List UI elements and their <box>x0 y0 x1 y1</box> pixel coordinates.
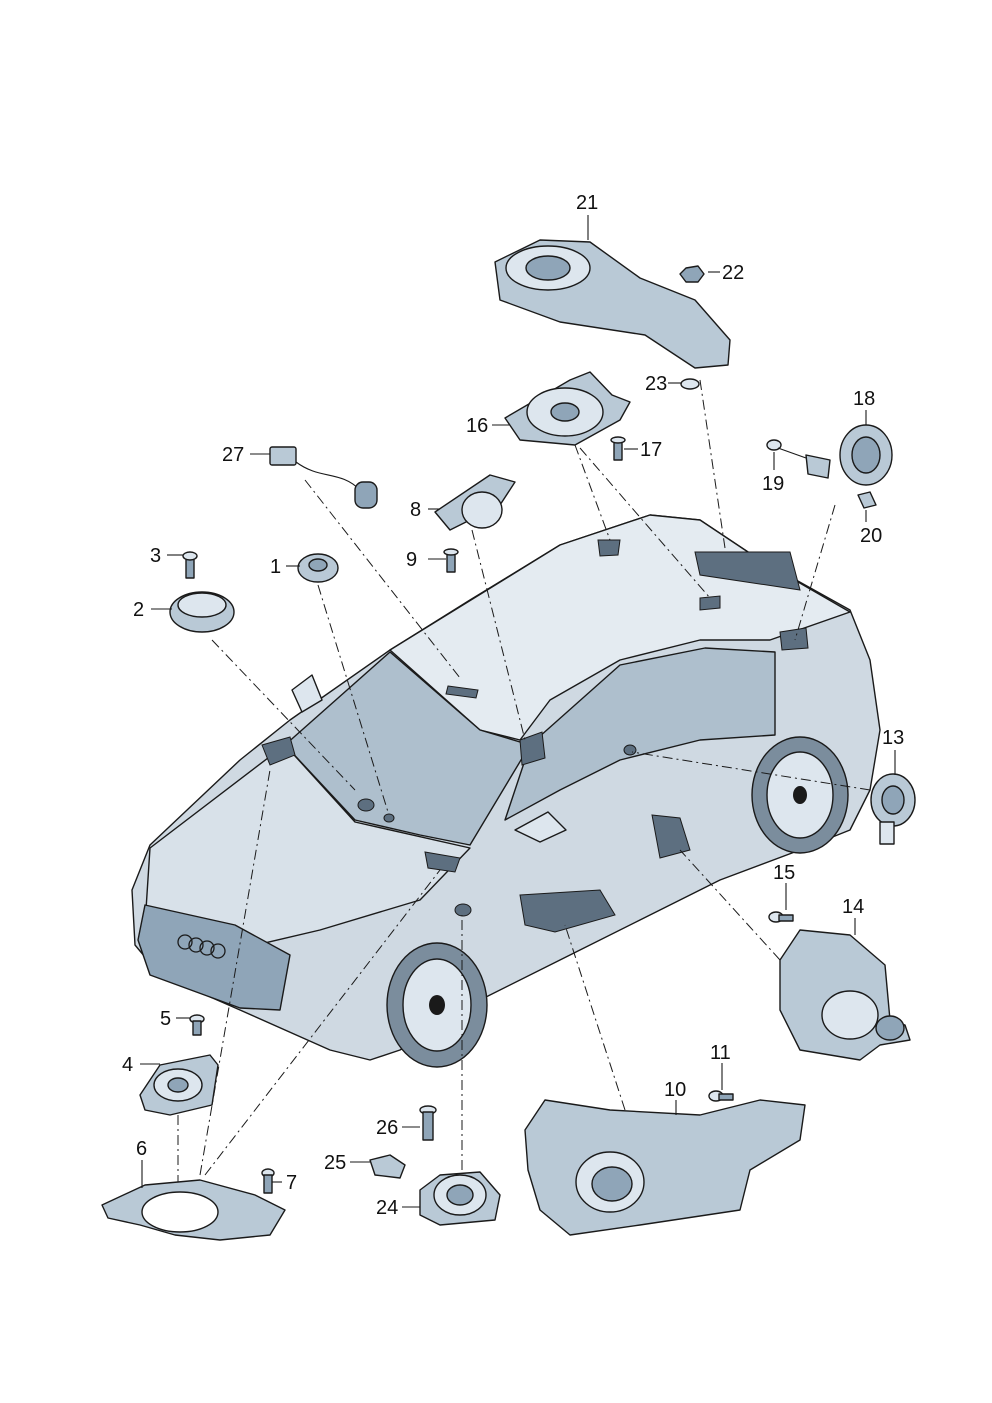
vehicle-body <box>131 514 881 1068</box>
callout-5: 5 <box>160 1008 171 1030</box>
screw-9-icon <box>443 548 459 573</box>
callout-20: 20 <box>860 525 882 547</box>
screw-26-icon <box>419 1105 437 1141</box>
right-mirror <box>514 811 567 843</box>
callout-18: 18 <box>853 388 875 410</box>
callout-21: 21 <box>576 192 598 214</box>
windshield <box>284 651 531 846</box>
woofer-housing-10-icon <box>524 1099 806 1236</box>
callout-16: 16 <box>466 415 488 437</box>
screw-11-icon <box>708 1090 734 1102</box>
callout-13: 13 <box>882 727 904 749</box>
screw-15-icon <box>768 911 794 923</box>
callout-19: 19 <box>762 473 784 495</box>
side-windows <box>504 647 776 821</box>
callout-27: 27 <box>222 444 244 466</box>
callout-24: 24 <box>376 1197 398 1219</box>
callout-11: 11 <box>710 1042 731 1064</box>
speaker-grille-2-icon <box>169 591 235 633</box>
callout-4: 4 <box>122 1054 133 1076</box>
trim-frame-6-icon <box>101 1179 286 1241</box>
callout-leaders <box>140 215 896 1208</box>
callout-17: 17 <box>640 439 662 461</box>
callout-25: 25 <box>324 1152 346 1174</box>
callout-9: 9 <box>406 549 417 571</box>
speaker-24-icon <box>419 1171 501 1226</box>
callout-2: 2 <box>133 599 144 621</box>
screw-3-icon <box>182 551 198 579</box>
callout-3: 3 <box>150 545 161 567</box>
grommet-1-icon <box>297 553 339 583</box>
callout-7: 7 <box>286 1172 297 1194</box>
tweeter-18-icon <box>839 424 893 486</box>
screw-icon <box>610 436 626 461</box>
callout-1: 1 <box>270 556 281 578</box>
subwoofer-enclosure-icon <box>494 239 731 369</box>
front-wheel <box>386 942 488 1068</box>
callout-10: 10 <box>664 1079 686 1101</box>
nut-icon <box>679 265 705 283</box>
clip-25-icon <box>369 1154 406 1179</box>
four-rings-logo <box>177 934 226 959</box>
speaker-cutouts <box>261 539 809 933</box>
wire-harness-27-icon <box>269 446 378 509</box>
callout-22: 22 <box>722 262 744 284</box>
speaker-8-icon <box>434 474 516 531</box>
speaker-4-icon <box>139 1054 219 1116</box>
washer-icon <box>680 378 700 390</box>
woofer-housing-14-icon <box>779 929 911 1061</box>
rear-wheel <box>751 736 849 854</box>
left-mirror <box>291 674 323 713</box>
speaker-13-icon <box>870 773 916 845</box>
midrange-speaker-16-icon <box>504 371 631 446</box>
callout-8: 8 <box>410 499 421 521</box>
dashed-leader-lines <box>177 379 871 1210</box>
screw-7-icon <box>261 1168 275 1194</box>
bracket-screw-19-icon <box>766 439 831 479</box>
callout-numbers: 21 22 23 16 17 18 19 20 27 8 9 3 2 1 13 … <box>122 192 904 1219</box>
screw-5-icon <box>189 1014 205 1036</box>
callout-15: 15 <box>773 862 795 884</box>
callout-26: 26 <box>376 1117 398 1139</box>
callout-14: 14 <box>842 896 864 918</box>
clip-20-icon <box>857 491 877 509</box>
callout-23: 23 <box>645 373 667 395</box>
callout-6: 6 <box>136 1138 147 1160</box>
